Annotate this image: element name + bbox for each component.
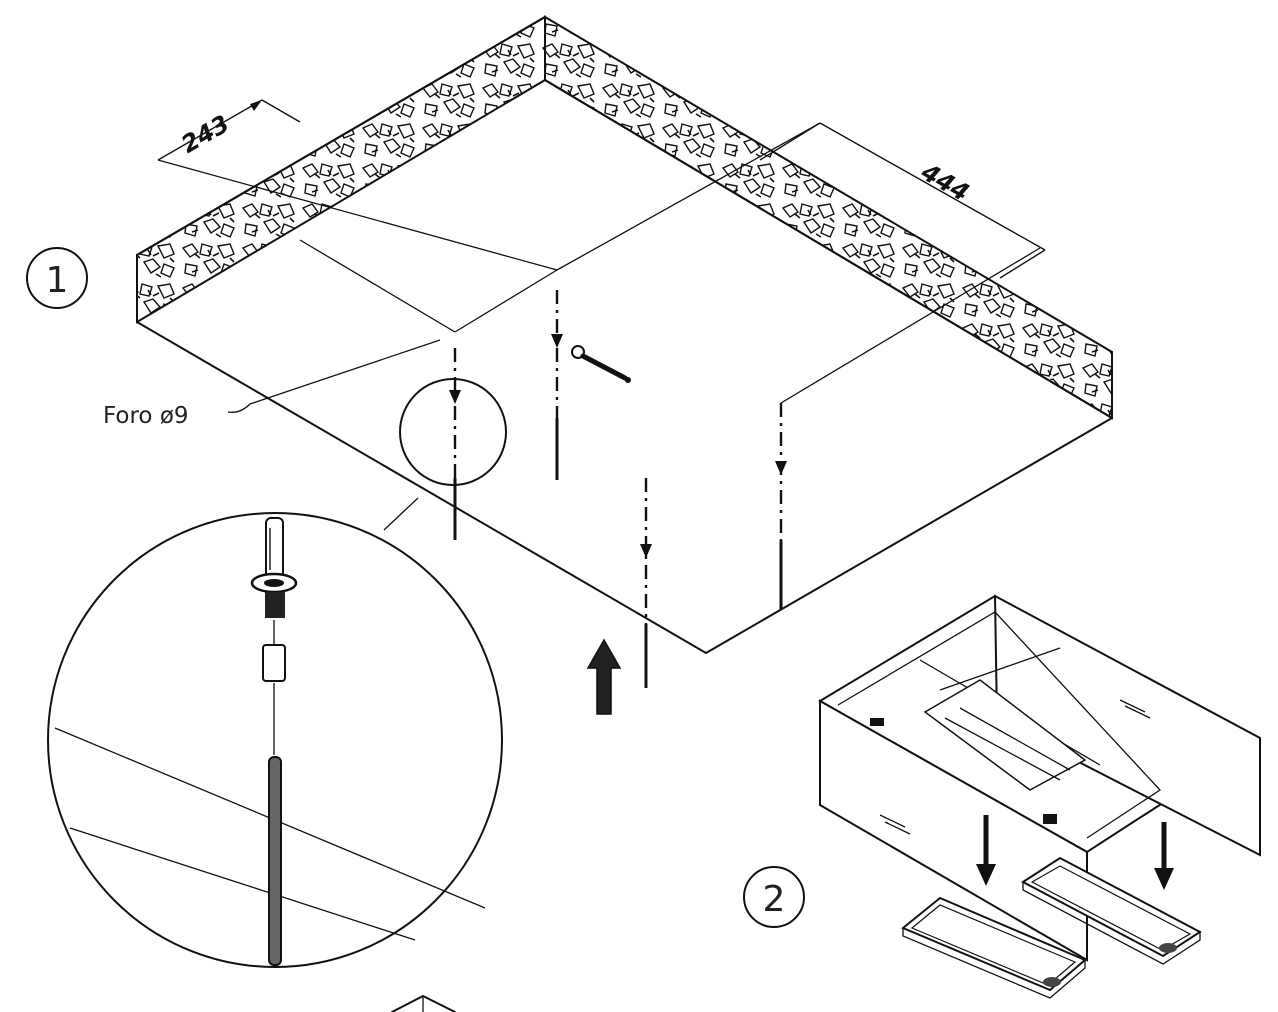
ceiling-slab [136,15,1113,654]
hole-callout: Foro ø9 [103,339,441,429]
hole-label: Foro ø9 [103,403,189,429]
anchor-rod-3 [640,478,652,688]
down-arrow-icon [551,334,563,348]
dimension-243: 243 [157,99,301,161]
filter-arrow-right [1154,822,1174,890]
anchor-rod-4 [775,403,787,610]
up-arrow-icon [586,638,622,715]
step-2-marker: 2 [743,866,805,928]
detail-ceiling-line-2 [69,827,416,941]
grease-filter-right [1021,856,1202,965]
dimension-444-label: 444 [916,157,974,207]
down-arrow-icon [640,544,652,558]
detail-circle [47,512,503,968]
ceiling-outline [136,16,1113,419]
step-1-marker: 1 [26,247,88,309]
down-arrow-icon [976,864,996,886]
step-2-number: 2 [763,879,786,920]
down-arrow-icon [449,390,461,404]
detail-magnifier [47,378,507,968]
detail-source-circle [399,378,507,486]
wrench-icon [571,345,631,383]
filter-arrow-left [976,815,996,886]
dimension-243-label: 243 [177,110,234,159]
hood-unit [818,594,1261,962]
anchor-rod-1 [449,348,461,540]
hood-glass-front [993,594,1261,857]
ceiling-textured-edge-right [544,15,1113,420]
hood-motor-housing [923,679,1087,791]
anchor-rod-2 [551,290,563,480]
wall-plug-icon [250,517,298,966]
step-1-number: 1 [46,260,69,301]
grease-filter-left [901,896,1087,999]
drill-guides [157,122,1041,404]
ceiling-textured-edge-left [136,15,546,324]
ceiling-underside [136,321,1113,654]
down-arrow-icon [1154,868,1174,890]
next-step-peak [391,995,456,1012]
down-arrow-icon [775,461,787,475]
hood-side [819,699,1088,962]
